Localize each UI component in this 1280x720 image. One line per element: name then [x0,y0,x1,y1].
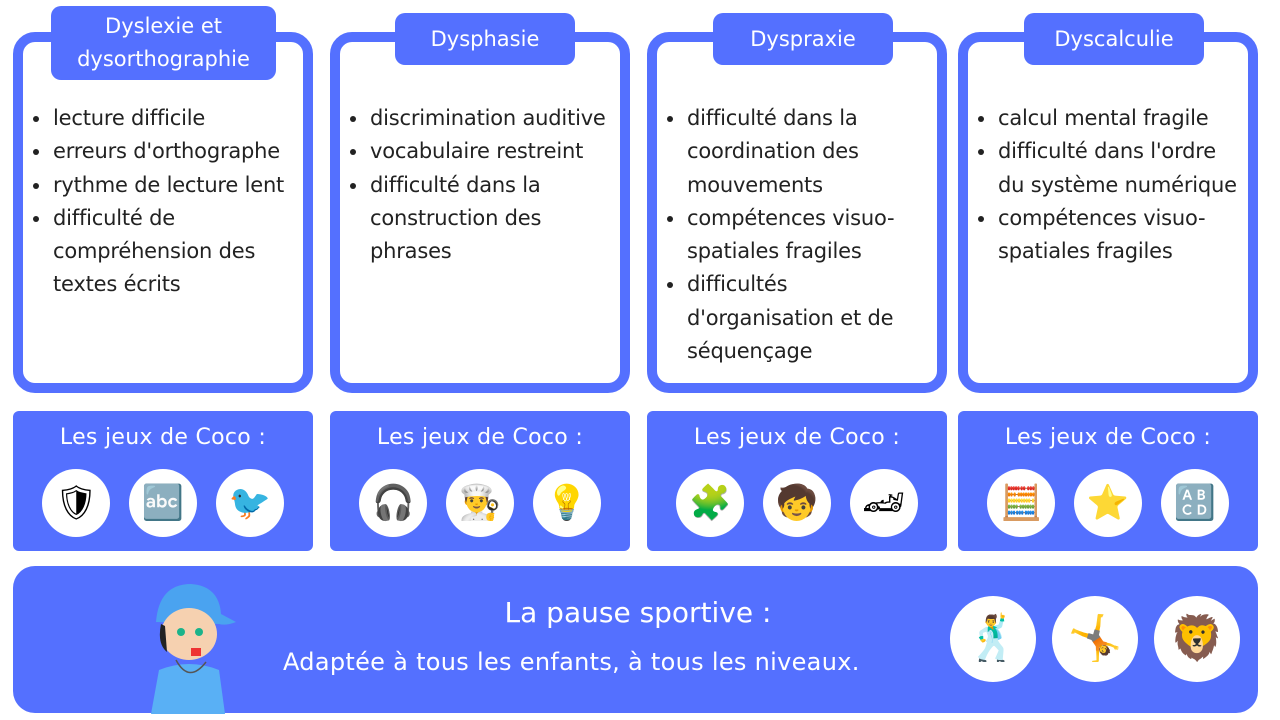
list-item: difficultés d'organisation et de séquenç… [667,268,929,368]
card-title-dyscalculie: Dyscalculie [1024,13,1204,65]
headphones-icon[interactable]: 🎧 [359,469,428,537]
list-item: compétences visuo-spatiales fragiles [978,202,1240,269]
card-title-dysphasie: Dysphasie [395,13,575,65]
card-dyscalculie: calcul mental fragile difficulté dans l'… [958,32,1258,393]
list-item: calcul mental fragile [978,102,1240,135]
games-panel-dyslexie: Les jeux de Coco : 🛡 🔤 🐦 [13,411,313,551]
sport-subtitle: Adaptée à tous les enfants, à tous les n… [283,648,860,676]
games-title: Les jeux de Coco : [59,425,267,450]
games-panel-dyspraxie: Les jeux de Coco : 🧩 🧒 🏎 [647,411,947,551]
list-item: compétences visuo-spatiales fragiles [667,202,929,269]
dab-boy-icon[interactable]: 🕺 [950,596,1036,682]
list-item: erreurs d'orthographe [33,135,295,168]
list-item: discrimination auditive [350,102,612,135]
list-item: difficulté dans l'ordre du système numér… [978,135,1240,202]
symptom-list: lecture difficile erreurs d'orthographe … [23,102,303,302]
brain-bulb-icon[interactable]: 💡 [532,469,601,537]
chef-icon[interactable]: 👨‍🍳 [445,469,514,537]
sport-break-panel: La pause sportive : Adaptée à tous les e… [13,566,1258,714]
games-panel-dysphasie: Les jeux de Coco : 🎧 👨‍🍳 💡 [330,411,630,551]
list-item: difficulté dans la coordination des mouv… [667,102,929,202]
games-title: Les jeux de Coco : [376,425,584,450]
puzzle-icon[interactable]: 🧩 [676,469,745,537]
syllables-icon[interactable]: 🔤 [128,469,197,537]
crow-forest-icon[interactable]: 🐦 [215,469,284,537]
knight-icon[interactable]: 🛡 [42,469,111,537]
list-item: lecture difficile [33,102,295,135]
symptom-list: difficulté dans la coordination des mouv… [657,102,937,368]
abc-blocks-icon[interactable]: 🔠 [1160,469,1229,537]
card-title-dyspraxie: Dyspraxie [713,13,893,65]
symptom-list: calcul mental fragile difficulté dans l'… [968,102,1248,268]
games-title: Les jeux de Coco : [693,425,901,450]
backpack-boy-icon[interactable]: 🧒 [762,469,831,537]
race-car-icon[interactable]: 🏎 [849,469,918,537]
list-item: difficulté dans la construction des phra… [350,169,612,269]
stars-icon[interactable]: ⭐ [1073,469,1142,537]
card-dyspraxie: difficulté dans la coordination des mouv… [647,32,947,393]
games-title: Les jeux de Coco : [1004,425,1212,450]
symptom-list: discrimination auditive vocabulaire rest… [340,102,620,268]
list-item: rythme de lecture lent [33,169,295,202]
whistle-coach-icon [151,584,236,714]
card-dyslexie: lecture difficile erreurs d'orthographe … [13,32,313,393]
kick-boy-icon[interactable]: 🤸 [1052,596,1138,682]
card-title-dyslexie: Dyslexie et dysorthographie [51,6,276,80]
abacus-icon[interactable]: 🧮 [987,469,1056,537]
games-panel-dyscalculie: Les jeux de Coco : 🧮 ⭐ 🔠 [958,411,1258,551]
card-dysphasie: discrimination auditive vocabulaire rest… [330,32,630,393]
list-item: vocabulaire restreint [350,135,612,168]
list-item: difficulté de compréhension des textes é… [33,202,295,302]
lion-costume-icon[interactable]: 🦁 [1154,596,1240,682]
sport-title: La pause sportive : [504,596,772,629]
